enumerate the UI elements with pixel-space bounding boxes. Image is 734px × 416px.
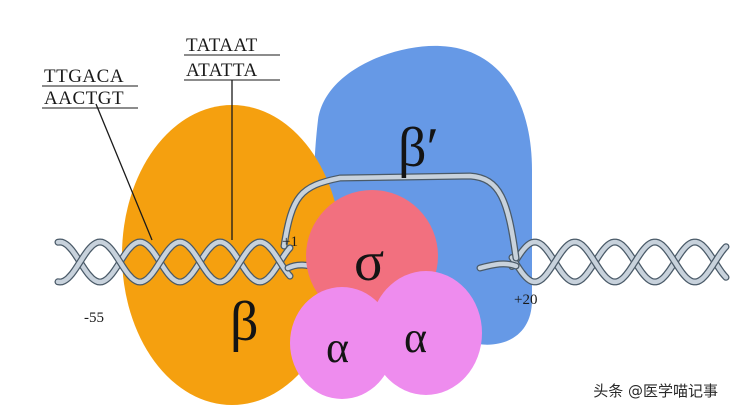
minus35-pointer <box>95 103 153 241</box>
minus35-bottom-sequence: AACTGT <box>44 88 124 109</box>
position-start-label: +1 <box>282 234 298 250</box>
dna-bubble-upper <box>281 173 519 261</box>
beta-label: β <box>230 291 259 353</box>
position-right-label: +20 <box>514 292 537 308</box>
dna-left-strand-b <box>55 239 293 285</box>
sigma-label: σ <box>354 231 384 293</box>
minus10-bottom-sequence: ATATTA <box>186 60 258 81</box>
alpha-right-label: α <box>404 313 427 362</box>
alpha-subunit-left <box>290 287 394 399</box>
minus35-top-sequence: TTGACA <box>44 66 124 87</box>
dna-double-helix <box>54 172 730 286</box>
dna-right-strand-b <box>509 239 729 285</box>
dna-bubble-lower-right <box>477 261 519 271</box>
dna-right-strand-a <box>509 239 729 285</box>
alpha-subunit-right <box>370 271 482 395</box>
alpha-left-label: α <box>326 323 349 372</box>
watermark: 头条 @医学喵记事 <box>589 379 722 402</box>
minus10-top-sequence: TATAAT <box>186 35 258 56</box>
dna-left-strand-a <box>55 239 293 285</box>
beta-prime-label: β′ <box>398 117 439 179</box>
position-left-label: -55 <box>84 310 104 326</box>
